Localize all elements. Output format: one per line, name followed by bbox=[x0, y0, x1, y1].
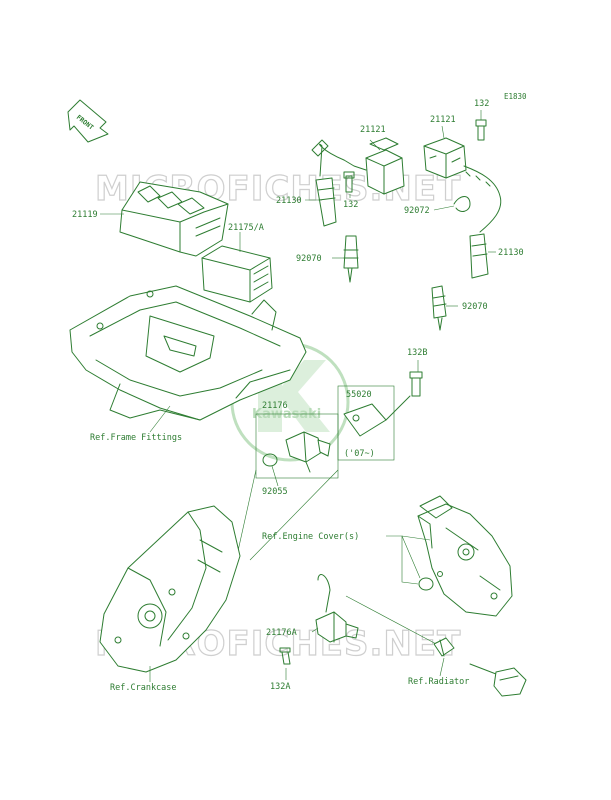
label-132B: 132B bbox=[407, 348, 427, 358]
label-21130-right: 21130 bbox=[498, 248, 524, 258]
front-arrow-icon: FRONT bbox=[67, 99, 109, 143]
ignition-coil-right-21121 bbox=[423, 137, 467, 179]
frame-tray-bracket bbox=[69, 285, 307, 421]
label-92055: 92055 bbox=[262, 487, 288, 497]
sensor-connector-plug bbox=[469, 663, 527, 697]
label-ref-crankcase: Ref.Crankcase bbox=[110, 683, 177, 693]
label-21176A: 21176A bbox=[266, 628, 297, 638]
bolt-132-mid bbox=[343, 171, 355, 193]
label-21121-right: 21121 bbox=[430, 115, 456, 125]
label-ref-radiator: Ref.Radiator bbox=[408, 677, 469, 687]
spark-plug-right-92070 bbox=[431, 285, 447, 331]
diagram-code: E1830 bbox=[504, 92, 527, 101]
sensor-21176A bbox=[315, 574, 359, 643]
bolt-132A bbox=[279, 647, 291, 665]
lead-clamp-92072 bbox=[453, 196, 471, 212]
o-ring-engine-cover bbox=[418, 577, 434, 591]
plug-cap-left-21130 bbox=[315, 177, 337, 227]
label-92072: 92072 bbox=[404, 206, 430, 216]
label-21176: 21176 bbox=[262, 401, 288, 411]
ecu-unit-21119 bbox=[119, 181, 229, 257]
plug-cap-right-21130 bbox=[469, 233, 489, 279]
spark-plug-left-92070 bbox=[343, 235, 359, 283]
label-132-top: 132 bbox=[474, 99, 489, 109]
o-ring-92055 bbox=[262, 453, 278, 467]
coil-lead-right bbox=[463, 165, 502, 233]
label-ref-engine-cover: Ref.Engine Cover(s) bbox=[262, 532, 359, 542]
label-92070-left: 92070 bbox=[296, 254, 322, 264]
sensor-21176 bbox=[285, 431, 331, 473]
label-132A: 132A bbox=[270, 682, 290, 692]
coil-lead-left bbox=[311, 139, 345, 177]
engine-cover bbox=[417, 495, 513, 617]
bolt-132-top bbox=[475, 119, 487, 141]
radiator-temp-sensor bbox=[433, 637, 455, 657]
sensor-bracket-55020 bbox=[343, 395, 411, 437]
label-year-07: ('07~) bbox=[344, 449, 375, 459]
watermark-brand: Kawasaki bbox=[252, 407, 321, 422]
label-92070-right: 92070 bbox=[462, 302, 488, 312]
label-ref-frame: Ref.Frame Fittings bbox=[90, 433, 182, 443]
label-132-mid: 132 bbox=[343, 200, 358, 210]
module-21175A bbox=[201, 245, 273, 303]
label-21121-left: 21121 bbox=[360, 125, 386, 135]
bolt-132B bbox=[409, 371, 423, 397]
label-55020: 55020 bbox=[346, 390, 372, 400]
ignition-coil-left-21121 bbox=[343, 137, 405, 195]
label-21130-left: 21130 bbox=[276, 196, 302, 206]
label-21175A: 21175/A bbox=[228, 223, 264, 233]
inset-box-21176 bbox=[255, 413, 339, 479]
label-21119: 21119 bbox=[72, 210, 98, 220]
crankcase bbox=[99, 505, 241, 673]
